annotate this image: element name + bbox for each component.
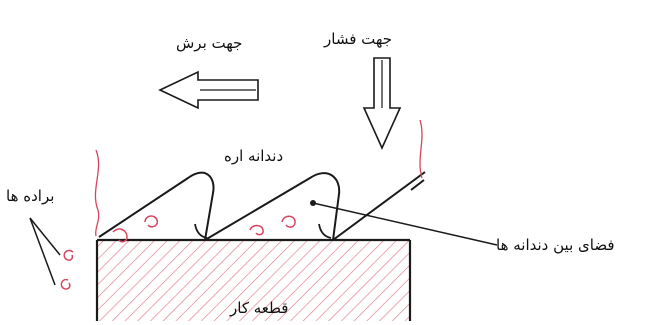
chips-in-gullets	[112, 215, 296, 243]
gullet-label: فضای بین دندانه ها	[496, 236, 615, 254]
workpiece-hatching	[97, 240, 410, 321]
tooth-tip-hooks	[194, 223, 332, 239]
saw-tooth-label: دندانه اره	[224, 147, 284, 165]
loose-chips	[60, 249, 74, 290]
saw-blade-teeth	[98, 171, 426, 241]
workpiece-label: قطعه کار	[230, 299, 289, 317]
cut-direction-label: جهت برش	[176, 34, 243, 52]
workpiece-outline	[95, 238, 412, 321]
gullet-pointer-dot	[310, 200, 316, 206]
pressure-direction-label: جهت فشار	[324, 30, 393, 48]
chips-label: براده ها	[6, 187, 55, 205]
kerf-lines	[94, 119, 423, 237]
leader-lines	[29, 202, 498, 286]
